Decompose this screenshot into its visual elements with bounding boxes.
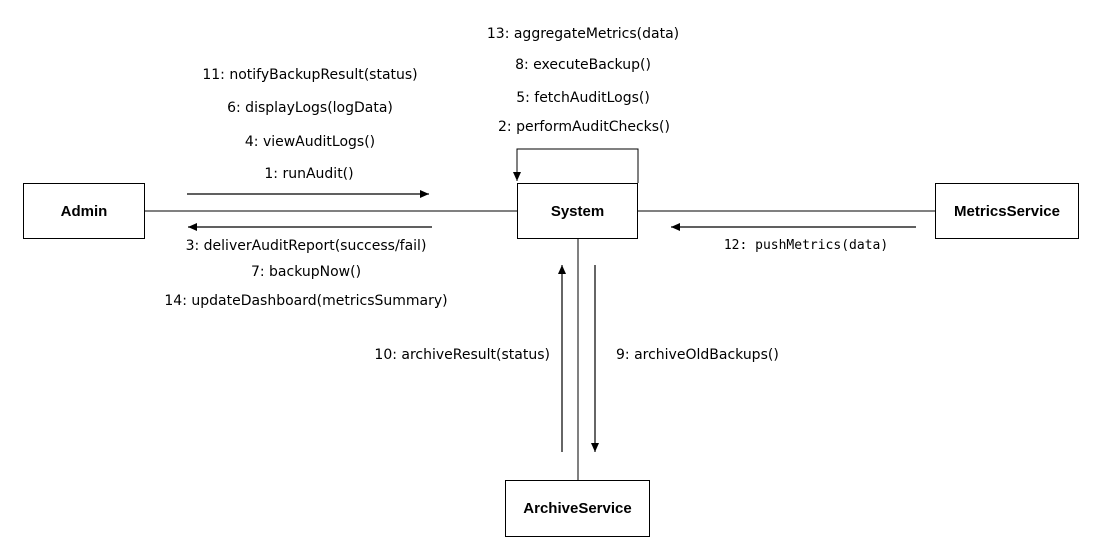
admin-to-system-message: 6: displayLogs(logData): [227, 100, 393, 116]
admin-to-system-message: 11: notifyBackupResult(status): [202, 67, 418, 83]
system-to-admin-message: 7: backupNow(): [250, 264, 362, 280]
admin-label: Admin: [60, 202, 108, 220]
system-to-archive-message: 9: archiveOldBackups(): [616, 347, 779, 363]
admin-to-system-message: 4: viewAuditLogs(): [244, 134, 376, 150]
metrics-service-label: MetricsService: [954, 202, 1060, 220]
archive-service-box[interactable]: ArchiveService: [505, 480, 650, 537]
self-message: 2: performAuditChecks(): [498, 119, 670, 135]
archive-to-system-message: 10: archiveResult(status): [374, 347, 550, 363]
admin-box[interactable]: Admin: [23, 183, 145, 239]
self-message: 5: fetchAuditLogs(): [516, 90, 650, 106]
system-box[interactable]: System: [517, 183, 638, 239]
archive-service-label: ArchiveService: [523, 500, 632, 517]
system-to-admin-message: 3: deliverAuditReport(success/fail): [185, 238, 427, 254]
self-message: 13: aggregateMetrics(data): [486, 26, 680, 42]
admin-to-system-message: 1: runAudit(): [264, 166, 354, 182]
system-to-admin-message: 14: updateDashboard(metricsSummary): [164, 293, 448, 309]
system-label: System: [550, 202, 605, 220]
self-loop-arrow: [513, 148, 639, 183]
metrics-to-system-message: 12: pushMetrics(data): [723, 238, 889, 253]
self-message: 8: executeBackup(): [515, 57, 651, 73]
metrics-service-box[interactable]: MetricsService: [935, 183, 1079, 239]
